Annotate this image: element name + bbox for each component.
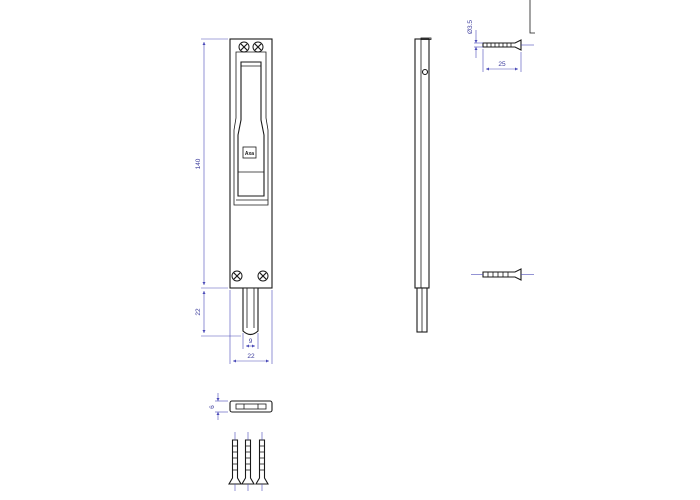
corner-mark [529,0,535,34]
side-hole [421,68,429,76]
screw-head-bottom-right [257,270,269,282]
dimension-body-width: 22 [229,290,273,364]
logo-plate [242,146,257,159]
front-view: Axa 14 [195,38,273,364]
bolt-pin [242,287,259,336]
screw-head-top-left [238,41,250,53]
axa-logo: Axa [245,151,254,157]
screw-1 [228,432,242,491]
overall-length-label: 140 [195,158,202,169]
screw-mid [482,268,522,281]
screw-length-label: 25 [498,61,506,68]
screw-head-top-right [252,41,264,53]
dimension-overall-length: 140 [195,38,228,289]
pin-width-label: 9 [249,338,253,345]
side-view [414,37,432,333]
screw-3 [255,432,269,491]
body-thickness-label: 6 [209,405,216,409]
screw-head-bottom-left [231,270,243,282]
pin-extension-label: 22 [195,308,202,316]
body-width-label: 22 [247,353,255,360]
bolt-slot [233,51,269,206]
screw-top [482,39,522,51]
screw-detail-mid [471,268,534,281]
screws-group [228,432,269,491]
bolt-slider [237,61,265,197]
screw-diameter-label: Ø3.5 [467,20,474,34]
screw-2 [241,432,255,491]
dimension-pin-extension: 22 [195,291,241,337]
bottom-profile: 6 [209,393,273,420]
bolt-side-body [414,38,430,289]
screw-detail-top: Ø3.5 25 [467,0,535,72]
dimension-pin-width: 9 [242,333,259,349]
